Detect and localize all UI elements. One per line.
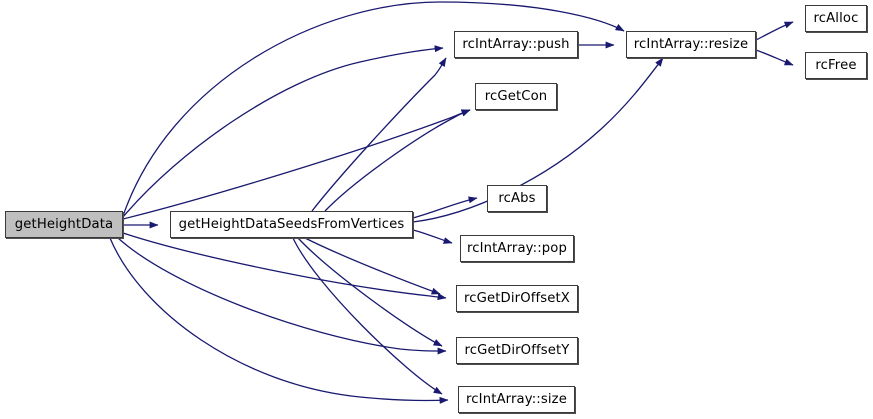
- call-edge: [412, 229, 453, 244]
- call-edge: [117, 237, 447, 355]
- graph-node-rcGetDirOffsetX[interactable]: rcGetDirOffsetX: [456, 285, 578, 312]
- graph-node-rcIntArrayResize[interactable]: rcIntArray::resize: [626, 31, 756, 58]
- graph-node-label: rcIntArray::push: [462, 36, 570, 52]
- graph-node-label: rcAbs: [498, 190, 536, 206]
- graph-node-label: rcIntArray::resize: [633, 36, 749, 52]
- graph-node-getHeightDataSeedsFromVertices[interactable]: getHeightDataSeedsFromVertices: [170, 211, 413, 238]
- graph-node-rcIntArrayPop[interactable]: rcIntArray::pop: [460, 235, 574, 262]
- graph-node-rcIntArrayPush[interactable]: rcIntArray::push: [454, 31, 578, 58]
- call-edge: [297, 237, 443, 347]
- graph-node-rcAlloc[interactable]: rcAlloc: [805, 5, 867, 32]
- call-edge: [324, 109, 471, 212]
- graph-node-label: rcIntArray::pop: [466, 240, 568, 256]
- graph-node-label: rcGetDirOffsetX: [464, 290, 570, 306]
- graph-node-label: rcGetDirOffsetY: [464, 342, 570, 358]
- call-edge: [122, 232, 447, 301]
- call-edge: [412, 57, 664, 223]
- graph-node-rcGetDirOffsetY[interactable]: rcGetDirOffsetY: [456, 337, 578, 364]
- graph-node-label: rcIntArray::size: [466, 391, 567, 407]
- call-edge: [109, 237, 449, 404]
- graph-node-label: rcAlloc: [813, 10, 859, 26]
- graph-node-getHeightData[interactable]: getHeightData: [5, 211, 123, 238]
- call-edge: [292, 237, 443, 395]
- graph-node-rcAbs[interactable]: rcAbs: [487, 185, 547, 212]
- graph-node-rcIntArraySize[interactable]: rcIntArray::size: [458, 386, 575, 413]
- graph-node-rcGetCon[interactable]: rcGetCon: [475, 83, 557, 110]
- graph-node-label: rcGetCon: [484, 88, 548, 104]
- call-edge: [122, 1, 625, 217]
- call-edge: [122, 45, 444, 218]
- call-edge: [755, 49, 794, 66]
- graph-node-label: rcFree: [815, 57, 857, 73]
- graph-node-rcFree[interactable]: rcFree: [805, 52, 867, 79]
- graph-node-label: getHeightDataSeedsFromVertices: [178, 216, 405, 232]
- call-edge: [304, 237, 441, 295]
- call-edge: [311, 57, 447, 212]
- graph-node-label: getHeightData: [14, 216, 114, 232]
- call-edge: [755, 21, 794, 41]
- call-edge: [412, 196, 478, 219]
